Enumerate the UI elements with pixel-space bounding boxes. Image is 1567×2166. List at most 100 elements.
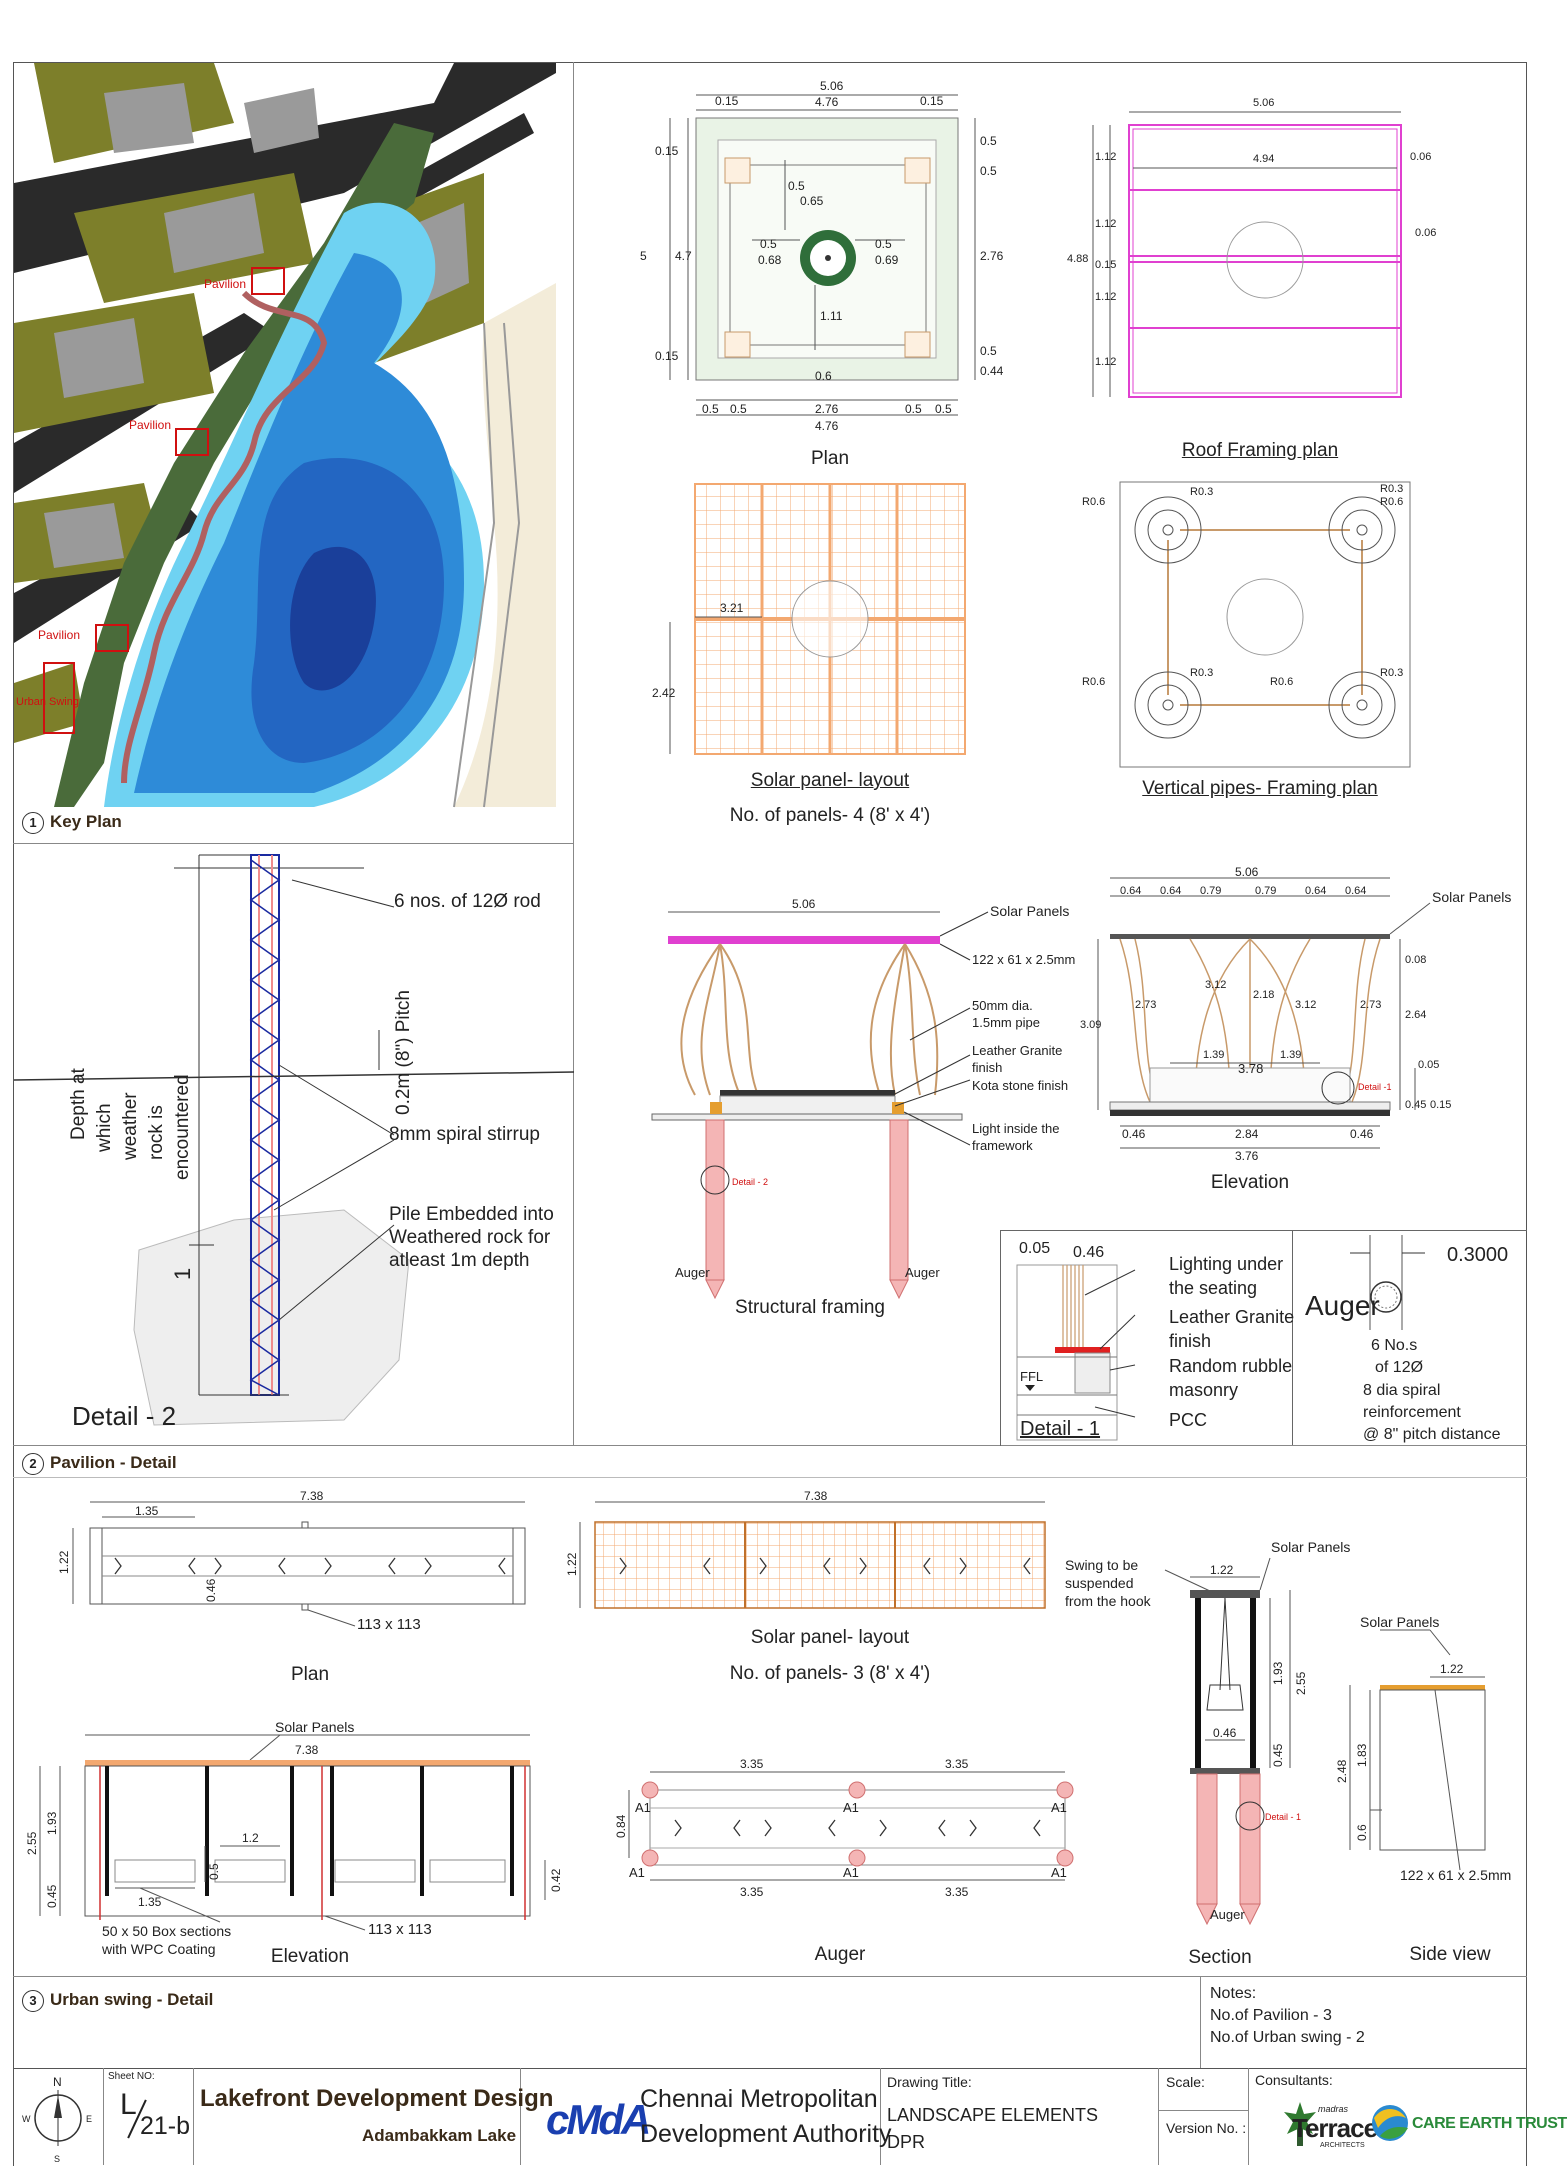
swing-auger-tag-4: A1 [629,1865,645,1880]
tb-div-4 [880,2068,881,2165]
elev-dim-1: 5.06 [1235,865,1259,879]
roof-dim-7: 1.12 [1095,356,1116,368]
detail2-label-pile-3: atleast 1m depth [389,1250,529,1271]
elev-dim-12: 0.15 [1430,1099,1451,1111]
struct-label-light-1: Light inside the [972,1121,1059,1136]
swing-plan-label: 113 x 113 [357,1616,421,1633]
auger-label-1: 6 No.s [1371,1337,1417,1354]
plan-dim-11: 0.5 [788,179,805,193]
auger-title: Auger [1305,1290,1380,1321]
struct-label-granite-2: finish [972,1060,1002,1075]
swing-auger-plan: 3.35 3.35 3.35 3.35 0.84 A1 A1 A1 A1 A1 … [614,1757,1074,1899]
plan-dim-7: 0.15 [655,144,679,158]
plan-dim-22: 0.5 [702,402,719,416]
drawing-title-1: LANDSCAPE ELEMENTS [887,2105,1099,2125]
swing-auger-tag-6: A1 [1051,1865,1067,1880]
pavilion-label-2: Pavilion [129,418,171,432]
section-2-number: 2 [22,1453,44,1475]
vpipe-dim-7: R0.6 [1270,676,1293,688]
struct-detail2-tag: Detail - 2 [732,1177,768,1187]
swing-side-caption: Side view [1409,1944,1491,1965]
struct-label-pipe-1: 50mm dia. [972,998,1033,1013]
compass-s: S [54,2154,60,2164]
swing-solar-layout: 7.38 1.22 [565,1489,1046,1609]
compass-e: E [86,2114,92,2124]
swing-side-view: Solar Panels 122 x 61 x 2.5mm 1.22 2.48 … [1335,1614,1511,1883]
vpipe-dim-2: R0.3 [1190,486,1213,498]
swing-section-label-2: suspended [1065,1575,1134,1591]
detail1-label-2: the seating [1169,1278,1257,1298]
plan-dim-24: 2.76 [815,402,839,416]
swing-section-label-4: Solar Panels [1271,1539,1350,1555]
depth-label-2: which [94,1103,115,1153]
detail1-label-4: finish [1169,1331,1211,1351]
elev-dim-13: 3.09 [1080,1019,1101,1031]
pavilion-elevation: Solar Panels Detail -1 5.06 0.64 0.64 0.… [1080,865,1511,1163]
plan-dim-25: 0.5 [905,402,922,416]
struct-label-size: 122 x 61 x 2.5mm [972,952,1075,967]
elev-dim-24: 0.46 [1350,1127,1374,1141]
plan-dim-4: 0.15 [920,94,944,108]
vpipe-dim-1: R0.6 [1082,496,1105,508]
tb-div-1 [103,2068,104,2165]
section-1-label: Key Plan [50,812,122,831]
swing-auger-dim-3: 3.35 [740,1885,764,1899]
plan-dim-2: 0.15 [715,94,739,108]
plan-dim-3: 4.76 [815,95,839,109]
divider-key-v [573,62,574,1445]
auger-label-4: reinforcement [1363,1404,1461,1421]
swing-section-detail-tag: Detail - 1 [1265,1812,1301,1822]
roof-dim-1: 5.06 [1253,97,1274,109]
swing-elev-dim-2: 2.55 [25,1831,39,1855]
vpipe-dim-6: R0.3 [1190,667,1213,679]
terrace-logo-icon [1284,2102,1316,2146]
sheet-l: L [120,2088,137,2121]
swing-section-label-3: from the hook [1065,1593,1152,1609]
swing-section-dim-3: 2.55 [1294,1671,1308,1695]
elev-dim-23: 2.84 [1235,1127,1259,1141]
plan-dim-18: 1.11 [820,309,843,323]
detail1-label-1: Lighting under [1169,1254,1283,1274]
elev-detail1-tag: Detail -1 [1358,1082,1392,1092]
detail-1-section: 0.05 0.46 Lighting under the seating Lea… [1016,1240,1294,1441]
detail-2-pile: 6 nos. of 12Ø rod 0.2m (8") Pitch 8mm sp… [13,854,575,1431]
detail1-title: Detail - 1 [1020,1418,1100,1440]
swing-section-auger: Auger [1210,1907,1245,1922]
struct-label-kota: Kota stone finish [972,1078,1068,1093]
struct-label-light-2: framework [972,1138,1033,1153]
detail1-label-5: Random rubble [1169,1356,1292,1376]
roof-dim-9: 0.06 [1410,151,1431,163]
side-dim-2: 2.48 [1335,1759,1349,1783]
divider-key-h [13,843,573,844]
swing-elev-label-panels: Solar Panels [275,1719,354,1735]
compass-icon: N S E W [22,2075,92,2164]
tb-div-2 [193,2068,194,2165]
swing-solar-dim-1: 7.38 [804,1489,828,1503]
roof-dim-2: 4.94 [1253,153,1274,165]
notes-title: Notes: [1210,1985,1257,2002]
detail-1-divider [1292,1230,1293,1445]
notes-line-1: No.of Pavilion - 3 [1210,2007,1332,2024]
swing-plan: 7.38 1.35 1.22 0.46 113 x 113 [57,1489,526,1633]
elev-dim-14: 2.73 [1135,999,1156,1011]
terrace-small: madras [1318,2104,1349,2114]
care-earth-name: CARE EARTH TRUST [1412,2115,1567,2132]
authority-line-1: Chennai Metropolitan [640,2085,878,2113]
sheet-number: 21-b [140,2112,191,2140]
struct-label-pipe-2: 1.5mm pipe [972,1015,1040,1030]
compass-w: W [22,2114,31,2124]
elev-dim-22: 0.46 [1122,1127,1146,1141]
scale-label: Scale: [1166,2074,1205,2090]
key-plan-map: Pavilion Pavilion Pavilion Urban Swing [14,63,556,808]
detail1-ffl: FFL [1020,1369,1043,1384]
plan-dim-15: 0.5 [875,237,892,251]
section-1-number: 1 [22,812,44,834]
solar1-dim-1: 3.21 [720,601,744,615]
consultants-label: Consultants: [1255,2072,1333,2088]
elev-dim-18: 2.73 [1360,999,1381,1011]
swing-section-dim-1: 1.22 [1210,1563,1234,1577]
struct-label-granite-1: Leather Granite [972,1043,1062,1058]
plan-dim-19: 0.6 [815,369,832,383]
swing-elev-dim-1: 7.38 [295,1743,319,1757]
